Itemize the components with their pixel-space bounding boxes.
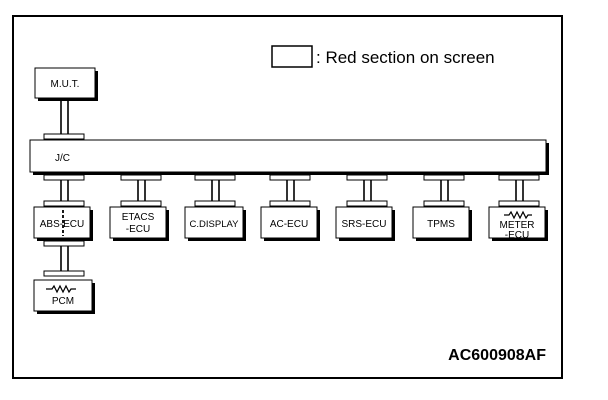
pcm-label: PCM — [52, 296, 74, 307]
etacs-ecu-module: ETACS -ECU — [109, 206, 169, 241]
connector-jc-ac — [269, 174, 311, 207]
connector-jc-abs — [43, 174, 85, 207]
resistor-icon — [504, 210, 532, 220]
connector-abs-pcm — [43, 240, 85, 277]
c-display-label: C.DISPLAY — [190, 219, 240, 230]
legend-swatch — [271, 45, 313, 68]
abs-ecu-module: ABS-ECU — [33, 206, 93, 241]
meter-ecu-label-line2: -ECU — [505, 230, 529, 241]
connector-mut-jc — [43, 101, 85, 140]
meter-ecu-module: METER -ECU — [488, 206, 548, 241]
resistor-icon — [46, 284, 76, 294]
etacs-ecu-label-line2: -ECU — [126, 224, 150, 235]
jc-label: J/C — [55, 153, 70, 164]
legend-text: : Red section on screen — [316, 48, 495, 67]
mut-module: M.U.T. — [34, 67, 98, 101]
figure-id: AC600908AF — [448, 347, 546, 364]
meter-ecu-label-line1: METER — [500, 220, 535, 231]
abs-ecu-label: ABS-ECU — [40, 219, 84, 230]
c-display-module: C.DISPLAY — [184, 206, 246, 241]
srs-ecu-module: SRS-ECU — [335, 206, 395, 241]
jc-bus: J/C — [29, 139, 549, 175]
tpms-label: TPMS — [427, 219, 455, 230]
connector-jc-tpms — [423, 174, 465, 207]
srs-ecu-label: SRS-ECU — [341, 219, 386, 230]
connector-jc-meter — [498, 174, 540, 207]
connector-jc-etacs — [120, 174, 162, 207]
diagram-frame — [12, 15, 563, 379]
ac-ecu-module: AC-ECU — [260, 206, 320, 241]
mut-label: M.U.T. — [51, 79, 80, 90]
tpms-module: TPMS — [412, 206, 472, 241]
etacs-ecu-label-line1: ETACS — [122, 212, 155, 223]
ac-ecu-label: AC-ECU — [270, 219, 308, 230]
pcm-module: PCM — [33, 279, 95, 314]
legend: : Red section on screen — [271, 45, 495, 68]
connector-jc-cdisplay — [194, 174, 236, 207]
connector-jc-srs — [346, 174, 388, 207]
